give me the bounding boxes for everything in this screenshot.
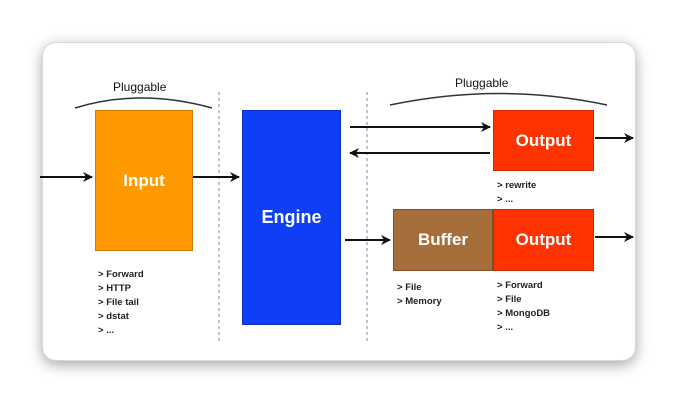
list-item: File bbox=[497, 293, 550, 307]
list-item: HTTP bbox=[98, 282, 144, 296]
list-item: Forward bbox=[98, 268, 143, 282]
output-box-bottom: Output bbox=[493, 209, 594, 271]
engine-box: Engine bbox=[242, 110, 341, 325]
list-item: MongoDB bbox=[497, 307, 550, 321]
input-box: Input bbox=[95, 110, 193, 251]
list-item: File bbox=[397, 281, 442, 295]
output-bottom-plugin-list: Forward File MongoDB ... bbox=[497, 279, 550, 335]
list-item: File tail bbox=[98, 296, 144, 310]
list-item: ... bbox=[497, 193, 536, 207]
list-item: rewrite bbox=[497, 179, 536, 193]
pluggable-arc-right bbox=[389, 92, 608, 106]
pluggable-arc-left bbox=[74, 97, 213, 109]
list-item: Forward bbox=[497, 279, 550, 293]
list-item: ... bbox=[497, 321, 550, 335]
output-top-plugin-list: rewrite ... bbox=[497, 179, 536, 207]
pluggable-label-left: Pluggable bbox=[113, 80, 167, 94]
output-box-top: Output bbox=[493, 110, 594, 171]
list-item: dstat bbox=[98, 310, 144, 324]
buffer-box: Buffer bbox=[393, 209, 493, 271]
list-item: ... bbox=[98, 324, 144, 338]
list-item: Memory bbox=[397, 295, 441, 309]
buffer-plugin-list: File Memory bbox=[397, 281, 442, 309]
pluggable-label-right: Pluggable bbox=[455, 76, 509, 90]
input-plugin-list: Forward HTTP File tail dstat ... bbox=[98, 268, 144, 338]
